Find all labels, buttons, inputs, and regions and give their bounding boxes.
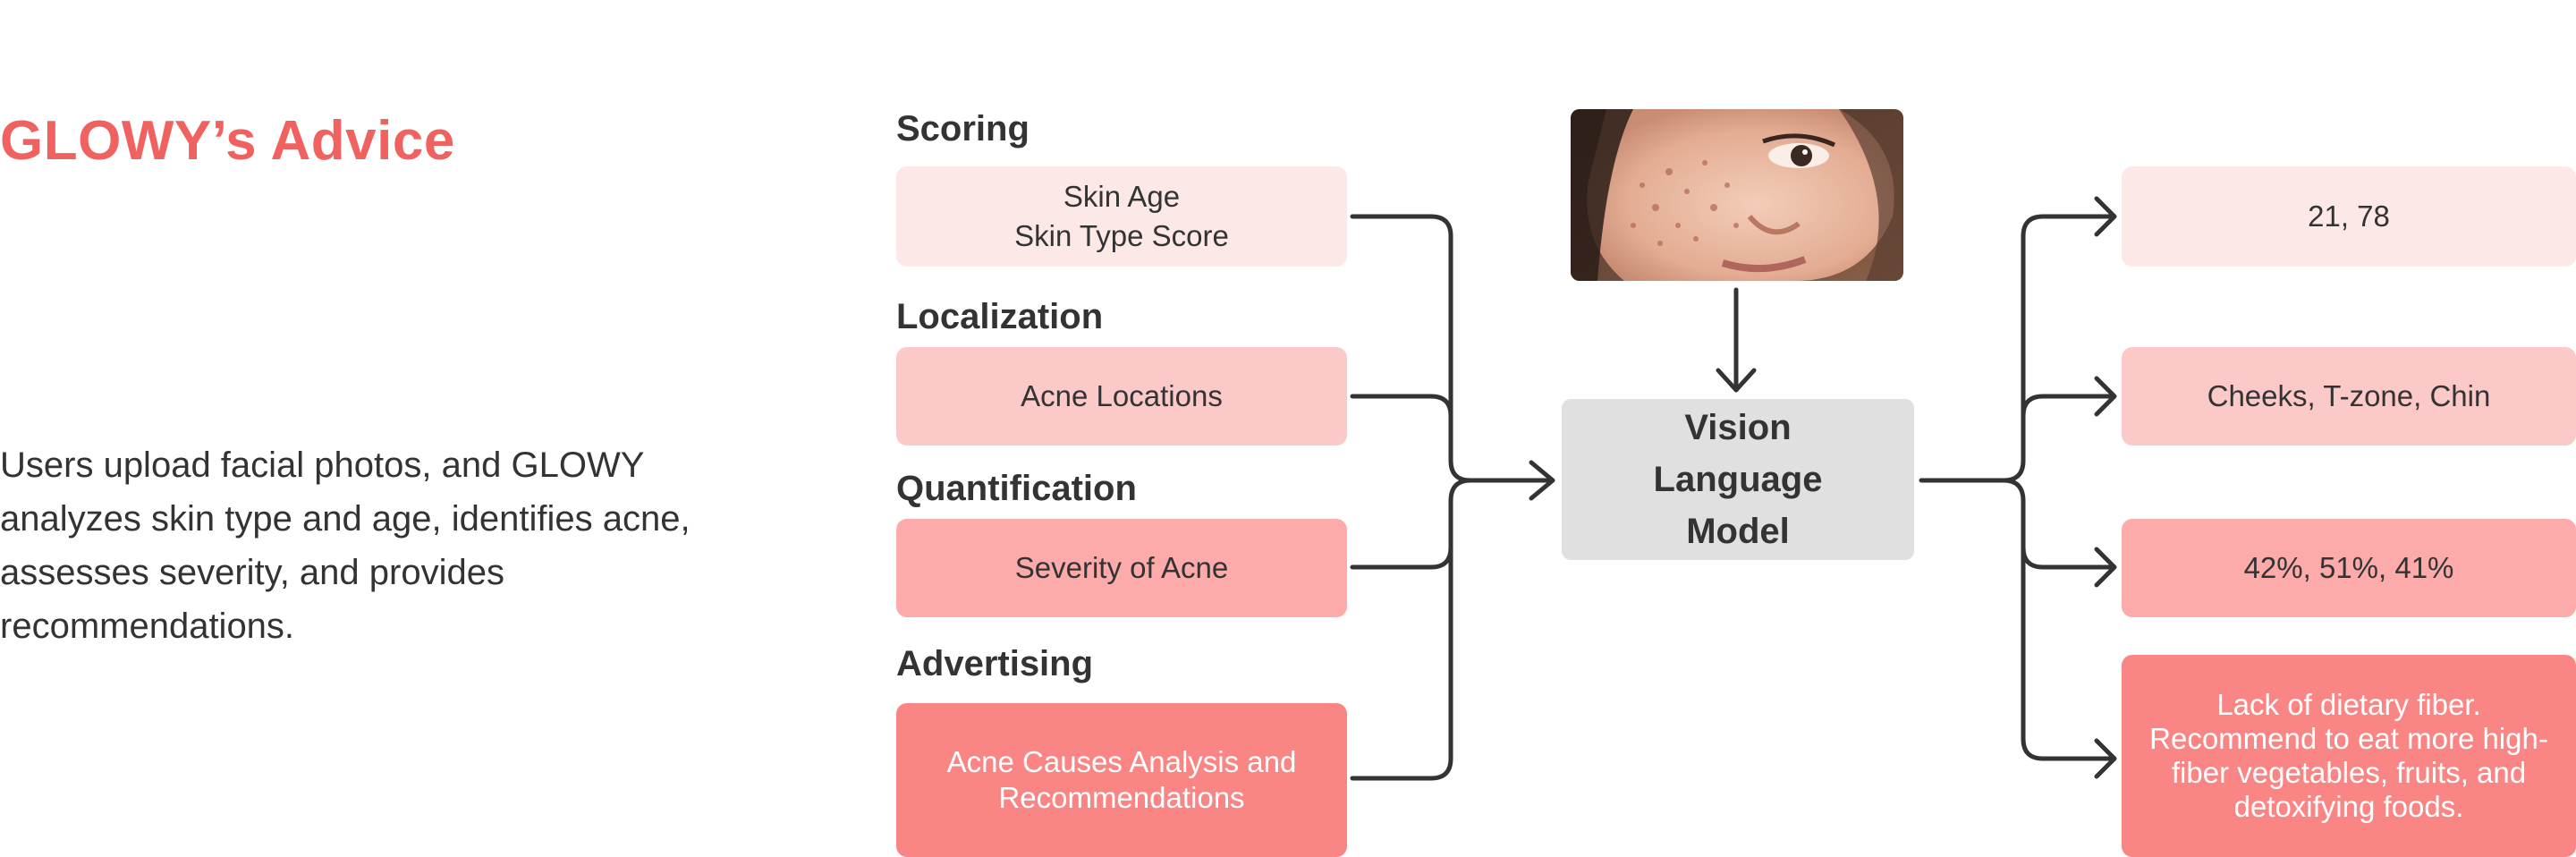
arrow-right-icon: [2094, 376, 2117, 417]
output-text: Recommend to eat more high-: [2149, 722, 2548, 755]
connector-in-quantification: [1350, 498, 1453, 570]
page-title: GLOWY’s Advice: [0, 110, 455, 172]
input-box-scoring: Skin Age Skin Type Score: [896, 166, 1347, 267]
section-label-localization: Localization: [896, 297, 1104, 336]
input-box-advertising: Acne Causes Analysis and Recommendations: [896, 703, 1347, 857]
input-text: Skin Type Score: [1014, 219, 1229, 252]
connector-out-main: [1919, 214, 2115, 483]
output-text: fiber vegetables, fruits, and: [2171, 756, 2527, 789]
arrow-down-icon: [1716, 368, 1757, 393]
input-text: Acne Causes Analysis and: [946, 745, 1297, 778]
output-text: 21, 78: [2308, 199, 2390, 233]
input-text: Skin Age: [1063, 180, 1181, 213]
connector-out-advertising: [2021, 545, 2115, 761]
connector-out-quantification: [2001, 478, 2115, 570]
output-box-localization: Cheeks, T-zone, Chin: [2122, 347, 2576, 445]
output-box-scoring: 21, 78: [2122, 166, 2576, 267]
arrow-right-icon: [2094, 547, 2117, 588]
connector-out-localization: [2021, 394, 2115, 419]
input-box-quantification: Severity of Acne: [896, 519, 1347, 617]
model-label: Language: [1653, 460, 1823, 499]
model-label: Model: [1686, 512, 1790, 551]
input-text: Acne Locations: [1021, 379, 1223, 412]
input-text: Recommendations: [998, 781, 1245, 814]
output-text: Lack of dietary fiber.: [2216, 688, 2481, 721]
section-label-quantification: Quantification: [896, 469, 1137, 508]
output-text: Cheeks, T-zone, Chin: [2207, 379, 2491, 412]
connector-in-localization: [1350, 394, 1453, 463]
arrow-right-icon: [1529, 460, 1555, 501]
output-text: 42%, 51%, 41%: [2243, 551, 2454, 584]
output-box-quantification: 42%, 51%, 41%: [2122, 519, 2576, 617]
input-box-localization: Acne Locations: [896, 347, 1347, 445]
input-text: Severity of Acne: [1014, 551, 1229, 584]
output-box-advertising: Lack of dietary fiber. Recommend to eat …: [2122, 655, 2576, 857]
arrow-right-icon: [2094, 738, 2117, 779]
connector-in-advertising: [1350, 478, 1473, 781]
page-description: Users upload facial photos, and GLOWY an…: [0, 445, 691, 646]
arrow-right-icon: [2094, 196, 2117, 237]
output-text: detoxifying foods.: [2233, 790, 2464, 823]
face-photo-drawing: [1571, 109, 1903, 281]
section-label-scoring: Scoring: [896, 109, 1030, 148]
vision-language-model-box: Vision Language Model: [1562, 399, 1914, 560]
model-label: Vision: [1684, 408, 1792, 447]
face-photo-image: [1571, 109, 1903, 281]
section-label-advertising: Advertising: [896, 644, 1094, 683]
